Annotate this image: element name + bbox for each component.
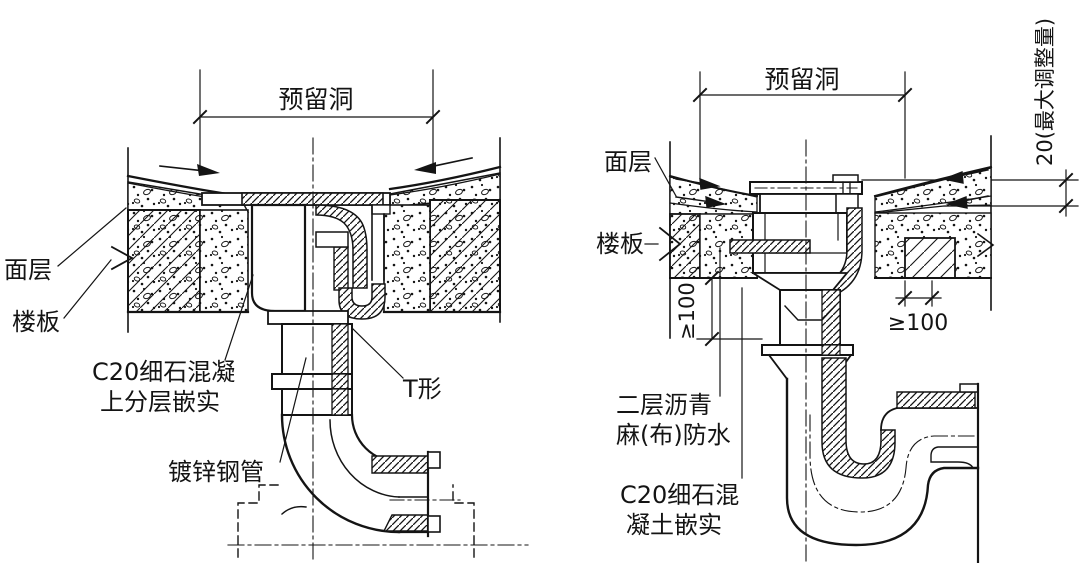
slab-edge-arrow-right [976,232,995,258]
right-dimension-reserved-hole [692,71,913,179]
left-centerlines [227,137,529,563]
left-label-c20-line1: C20细石混凝 [92,358,235,386]
waterproof-clamp [729,239,811,254]
right-floor-assembly [658,135,995,339]
left-elbow-pipe [280,413,461,538]
right-label-surface: 面层 [604,148,652,176]
left-hidden-lines [237,484,475,558]
left-dimension-reserved-hole [192,69,441,173]
left-label-surface: 面层 [4,256,52,284]
right-dimension-bearing [895,280,942,307]
right-max-adjust-label: 20(最大调整量) [1033,18,1057,166]
slope-arrow-right [414,157,473,174]
right-dim-depth-label: ≥100 [675,282,699,340]
slope-arrows-right-diagram [675,169,989,209]
right-label-c20-line2: 凝土嵌实 [626,511,722,539]
left-label-c20-line2: 上分层嵌实 [100,388,220,416]
right-label-slab: 楼板 [596,230,644,258]
right-dim-hole-label: 预留洞 [764,65,839,94]
right-drain [729,174,863,381]
slope-arrow-left [159,164,220,176]
right-dimension-depth [696,270,763,347]
left-drain [201,192,391,416]
left-label-pipe: 镀锌钢管 [168,458,264,486]
left-floor-assembly [110,137,502,333]
right-dim-bearing-label: ≥100 [888,311,948,336]
left-diagram: 预留洞 [4,69,529,563]
left-label-slab: 楼板 [12,308,60,336]
right-leaders [644,157,743,479]
right-label-wp-line1: 二层沥青 [616,391,712,419]
slab-edge-arrow [110,245,134,271]
right-trap [785,357,980,563]
left-leaders [57,207,404,463]
right-label-wp-line2: 麻(布)防水 [616,421,731,449]
right-label-c20-line1: C20细石混 [620,481,739,509]
left-dim-hole-label: 预留洞 [278,85,353,114]
left-label-t-shape: T形 [402,375,442,403]
right-diagram: 预留洞 20(最大调整量) [596,18,1079,563]
slab-edge-arrow-left [658,226,682,262]
